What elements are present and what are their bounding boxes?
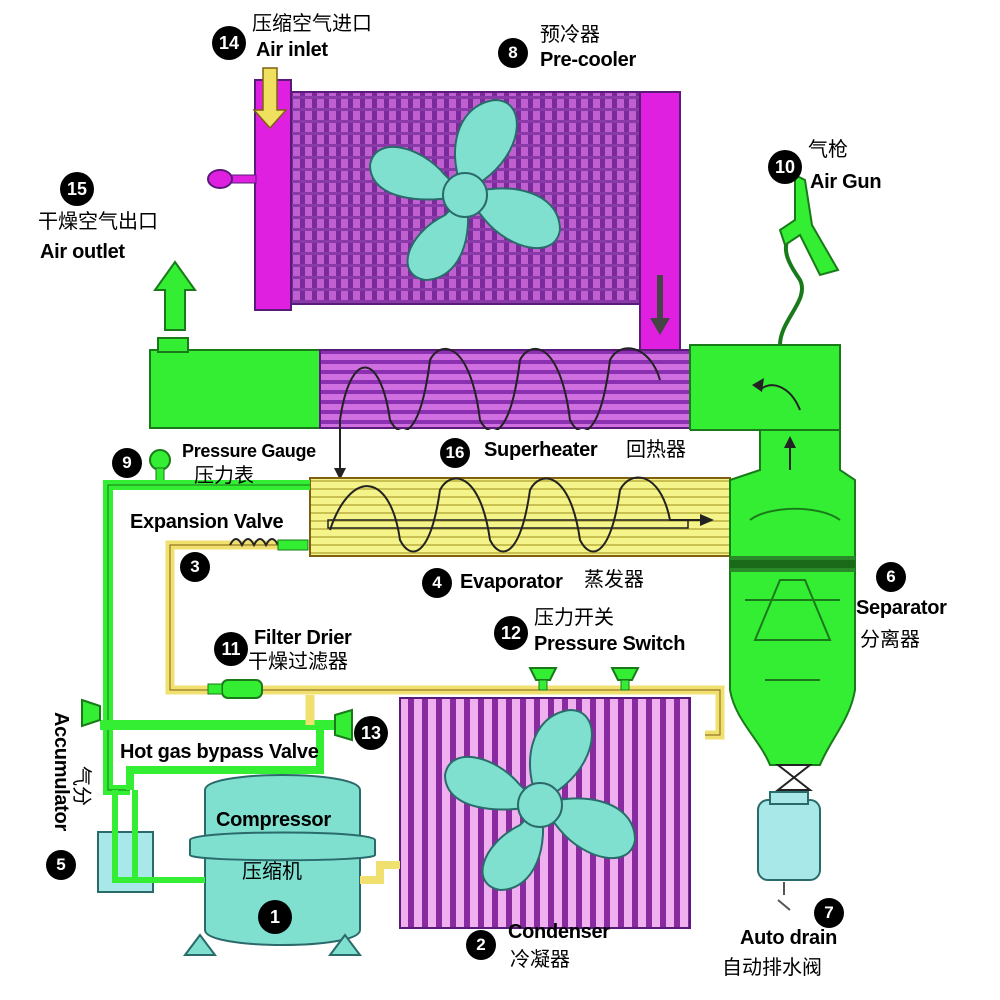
pre-cooler-en: Pre-cooler bbox=[540, 49, 636, 71]
accumulator-cn: 气分 bbox=[70, 766, 92, 806]
pre-cooler-down-arrow-icon bbox=[650, 275, 670, 335]
pre-cooler-cn: 预冷器 bbox=[540, 24, 600, 46]
air-outlet-arrow-icon bbox=[153, 260, 197, 331]
pre-cooler bbox=[207, 67, 681, 351]
hot-gas-bypass-valve-en: Hot gas bypass Valve bbox=[120, 741, 319, 763]
pressure-switch-icon bbox=[528, 667, 640, 691]
drain-valve-icon bbox=[775, 764, 813, 791]
badge-8: 8 bbox=[498, 38, 528, 68]
superheater-en: Superheater bbox=[484, 439, 598, 461]
air-gun-icon bbox=[778, 173, 840, 346]
superheater-label-area bbox=[350, 430, 690, 475]
badge-1: 1 bbox=[258, 900, 292, 934]
compressor-cn: 压缩机 bbox=[242, 861, 302, 883]
badge-7: 7 bbox=[814, 898, 844, 928]
auto-drain-cn: 自动排水阀 bbox=[722, 957, 822, 979]
condenser-en: Condenser bbox=[508, 921, 610, 943]
expansion-valve-icon bbox=[229, 538, 279, 548]
badge-4: 4 bbox=[422, 568, 452, 598]
condenser-cn: 冷凝器 bbox=[510, 949, 570, 971]
pressure-gauge-en: Pressure Gauge bbox=[182, 441, 316, 461]
air-gun-cn: 气枪 bbox=[808, 139, 848, 161]
separator-en: Separator bbox=[856, 597, 947, 619]
pressure-switch-en: Pressure Switch bbox=[534, 633, 686, 655]
accumulator bbox=[97, 790, 205, 893]
pressure-gauge-cn: 压力表 bbox=[194, 465, 254, 487]
auto-drain-en: Auto drain bbox=[740, 927, 837, 949]
badge-15: 15 bbox=[60, 172, 94, 206]
pressure-gauge-icon bbox=[149, 449, 171, 483]
badge-13: 13 bbox=[354, 716, 388, 750]
filter-drier-en: Filter Drier bbox=[254, 627, 352, 649]
pre-cooler-fan-icon bbox=[368, 98, 562, 282]
condenser bbox=[399, 697, 691, 929]
condenser-fan-icon bbox=[443, 708, 637, 892]
superheater-cn: 回热器 bbox=[626, 439, 686, 461]
compressor bbox=[126, 725, 400, 956]
badge-2: 2 bbox=[466, 930, 496, 960]
evaporator bbox=[309, 476, 731, 557]
pressure-switch-cn: 压力开关 bbox=[534, 607, 614, 629]
badge-10: 10 bbox=[768, 150, 802, 184]
badge-5: 5 bbox=[46, 850, 76, 880]
pre-cooler-drain-knob-icon bbox=[207, 169, 257, 189]
badge-12: 12 bbox=[494, 616, 528, 650]
separator bbox=[729, 429, 856, 911]
air-gun-en: Air Gun bbox=[810, 171, 882, 193]
badge-3: 3 bbox=[180, 552, 210, 582]
separator-cn: 分离器 bbox=[860, 629, 920, 651]
badge-9: 9 bbox=[112, 448, 142, 478]
accumulator-valve-icon bbox=[81, 698, 101, 728]
auto-drain-bowl bbox=[757, 799, 821, 881]
evaporator-en: Evaporator bbox=[460, 571, 563, 593]
filter-drier-icon bbox=[207, 679, 263, 699]
filter-drier-cn: 干燥过滤器 bbox=[248, 651, 348, 673]
evaporator-cn: 蒸发器 bbox=[584, 569, 644, 591]
badge-14: 14 bbox=[212, 26, 246, 60]
air-inlet-en: Air inlet bbox=[256, 39, 328, 61]
expansion-valve-en: Expansion Valve bbox=[130, 511, 284, 533]
air-outlet-cn: 干燥空气出口 bbox=[38, 211, 158, 233]
badge-11: 11 bbox=[214, 632, 248, 666]
badge-6: 6 bbox=[876, 562, 906, 592]
air-inlet-arrow-icon bbox=[252, 67, 288, 130]
air-heat-exchanger bbox=[149, 260, 841, 480]
compressor-en: Compressor bbox=[216, 809, 331, 831]
air-outlet-en: Air outlet bbox=[40, 241, 125, 263]
air-inlet-cn: 压缩空气进口 bbox=[252, 13, 372, 35]
badge-16: 16 bbox=[440, 438, 470, 468]
hot-gas-bypass-valve-icon bbox=[334, 708, 353, 742]
